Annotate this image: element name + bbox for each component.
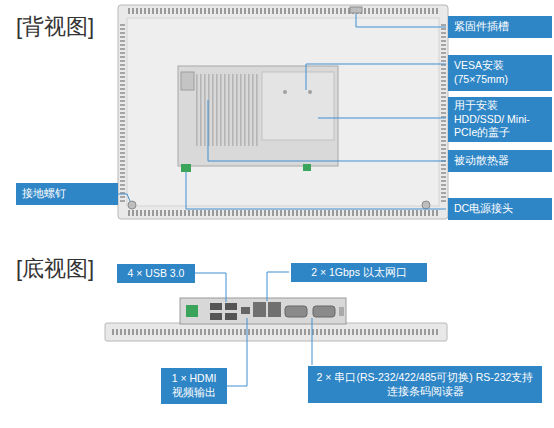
callout-text: 1 × HDMI 视频输出	[167, 372, 221, 399]
callout-text: 4 × USB 3.0	[123, 267, 189, 281]
callout-box: 2 × 1Gbps 以太网口	[291, 263, 427, 282]
bottom-view	[105, 298, 447, 341]
callout-text: VESA安装 (75×75mm)	[454, 59, 546, 86]
callout-text: 被动散热器	[454, 154, 546, 168]
view-heading: [背视图]	[16, 12, 94, 42]
callout-box: VESA安装 (75×75mm)	[448, 55, 552, 91]
callout-box: 2 × 串口(RS-232/422/485可切换) RS-232支持连接条码阅读…	[308, 366, 542, 403]
callout-text: DC电源接头	[454, 202, 546, 216]
callout-text: 接地螺钉	[22, 187, 112, 201]
callout-box: DC电源接头	[448, 198, 552, 220]
callout-text: 紧固件插槽	[454, 20, 546, 34]
callout-box: 接地螺钉	[16, 183, 118, 205]
callout-box: 被动散热器	[448, 150, 552, 172]
callout-text: 用于安装HDD/SSD/ Mini-PCIe的盖子	[454, 99, 546, 140]
callout-text: 2 × 1Gbps 以太网口	[297, 266, 421, 280]
view-heading: [底视图]	[16, 254, 94, 284]
callout-box: 4 × USB 3.0	[117, 264, 195, 283]
callout-box: 1 × HDMI 视频输出	[161, 368, 227, 404]
callout-box: 用于安装HDD/SSD/ Mini-PCIe的盖子	[448, 97, 552, 142]
leader-lines	[118, 14, 446, 386]
callout-text: 2 × 串口(RS-232/422/485可切换) RS-232支持连接条码阅读…	[314, 371, 536, 398]
back-view	[118, 5, 448, 219]
callout-box: 紧固件插槽	[448, 16, 552, 38]
